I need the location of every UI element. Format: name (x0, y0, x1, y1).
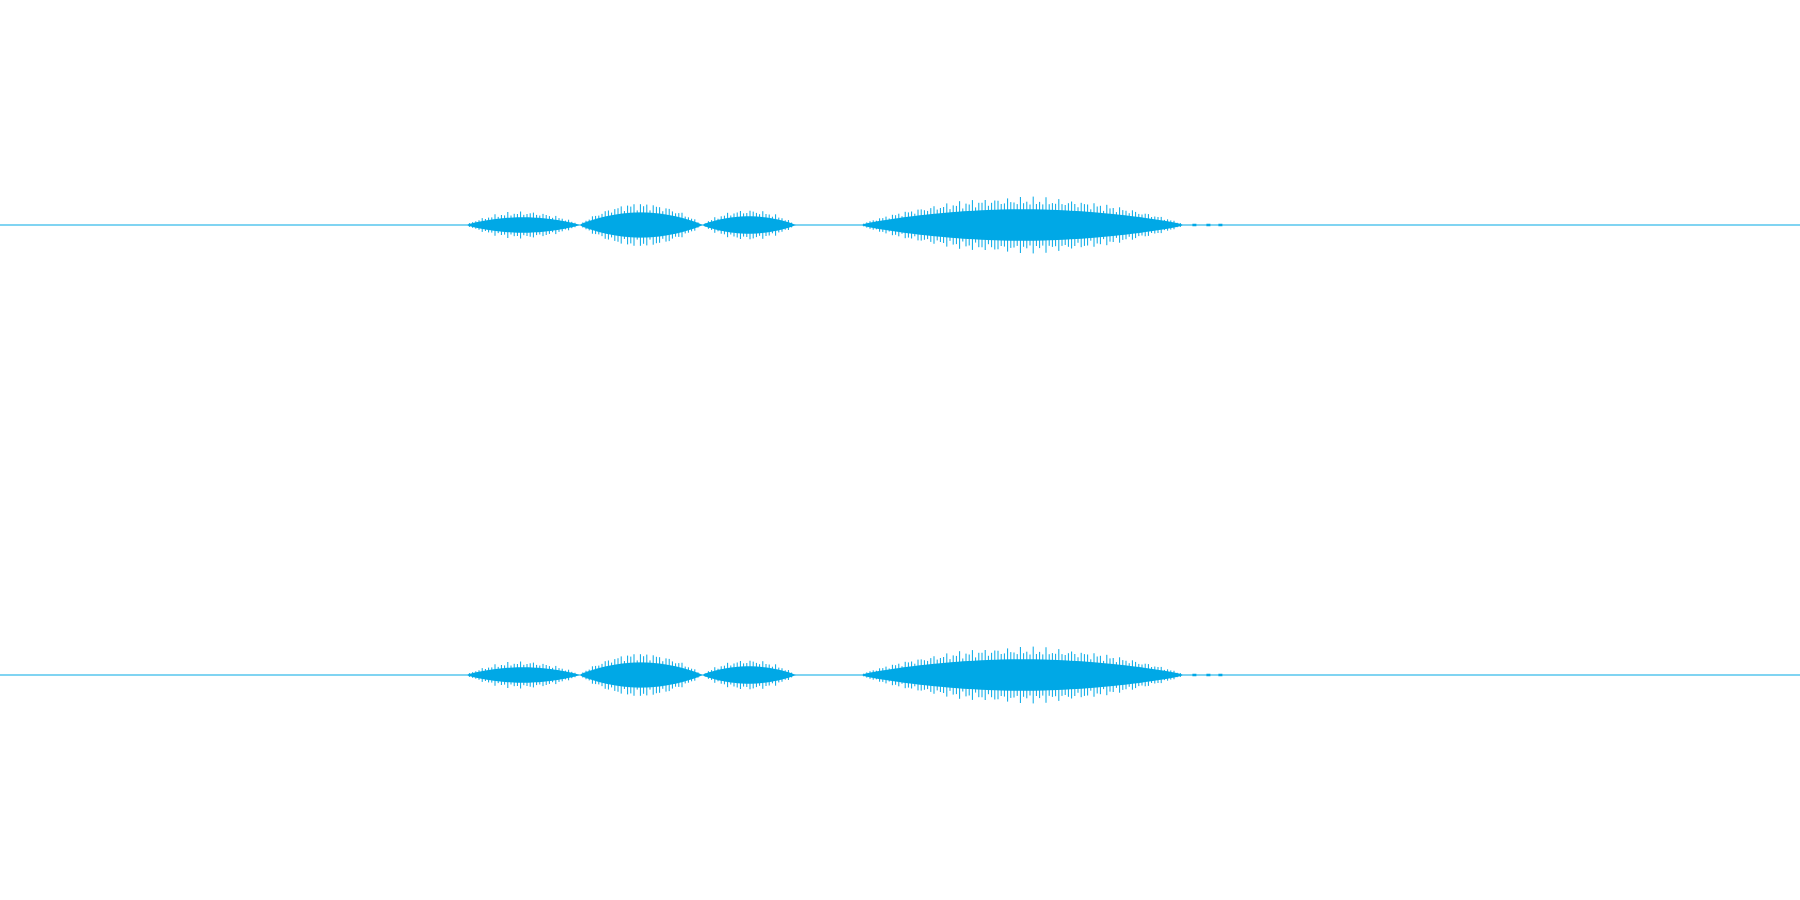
waveform-burst (579, 204, 702, 246)
waveform-burst (702, 660, 796, 690)
waveform-channel-2 (0, 646, 1800, 704)
waveform-burst (466, 211, 580, 239)
waveform-burst (702, 210, 796, 240)
waveform-burst (860, 646, 1185, 704)
waveform-burst (579, 654, 702, 696)
waveform-channel-1 (0, 196, 1800, 254)
waveform-burst (466, 661, 580, 689)
waveform-burst (860, 196, 1185, 254)
